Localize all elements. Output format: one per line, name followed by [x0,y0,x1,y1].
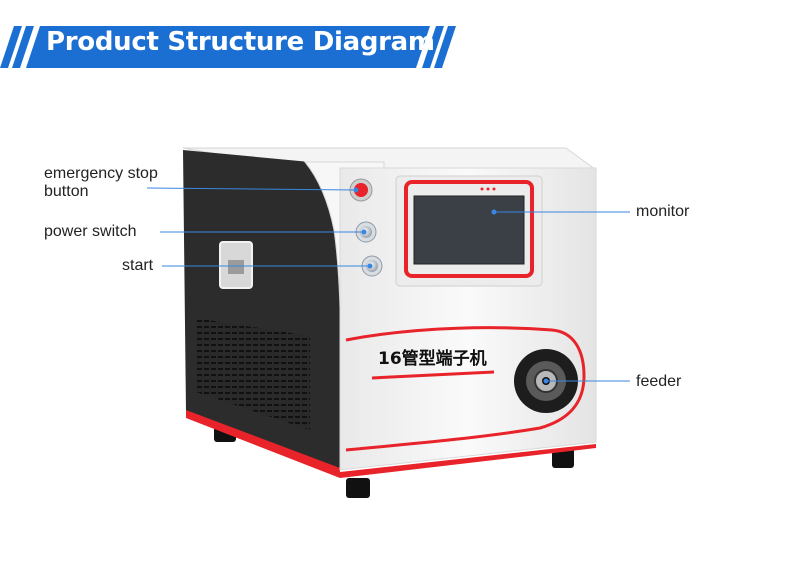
start-leader-dot [367,263,373,269]
monitor-red-frame [404,180,534,278]
lower-panel-swoosh [345,326,586,452]
emergency-stop-button [354,183,368,197]
model-label: 16管型端子机 [378,349,487,369]
power-switch-leader-dot [361,229,367,235]
indicator-dot-2 [486,187,490,191]
feeder-leader-dot [543,378,549,384]
lower-panel-underline [371,370,495,380]
foot-right-front [552,448,574,468]
emergency-stop-leader [146,187,357,191]
banner-stripe-left-2 [12,26,34,68]
foot-left-front [346,478,370,498]
banner-main [26,26,430,68]
emergency-stop-label: emergency stop button [44,165,194,201]
header-banner [0,26,456,68]
start-label: start [122,257,154,274]
feeder-label: feeder [636,373,682,390]
emergency-stop-label-line1: emergency stop [44,165,158,182]
banner-stripe-right-2 [434,26,456,68]
side-handle-slot [228,260,244,274]
banner-stripe-right-1 [422,26,444,68]
indicator-dot-1 [480,187,484,191]
monitor-label: monitor [636,203,690,220]
power-switch-label: power switch [44,223,137,240]
indicator-dot-3 [492,187,496,191]
side-vent-grille [196,318,310,430]
monitor-leader-dot [491,209,497,215]
emergency-stop-leader-dot [353,187,359,193]
banner-stripe-left-1 [0,26,22,68]
emergency-stop-label-line2: button [44,183,89,200]
monitor-screen [413,195,525,265]
page-title: Product Structure Diagram [46,27,435,57]
